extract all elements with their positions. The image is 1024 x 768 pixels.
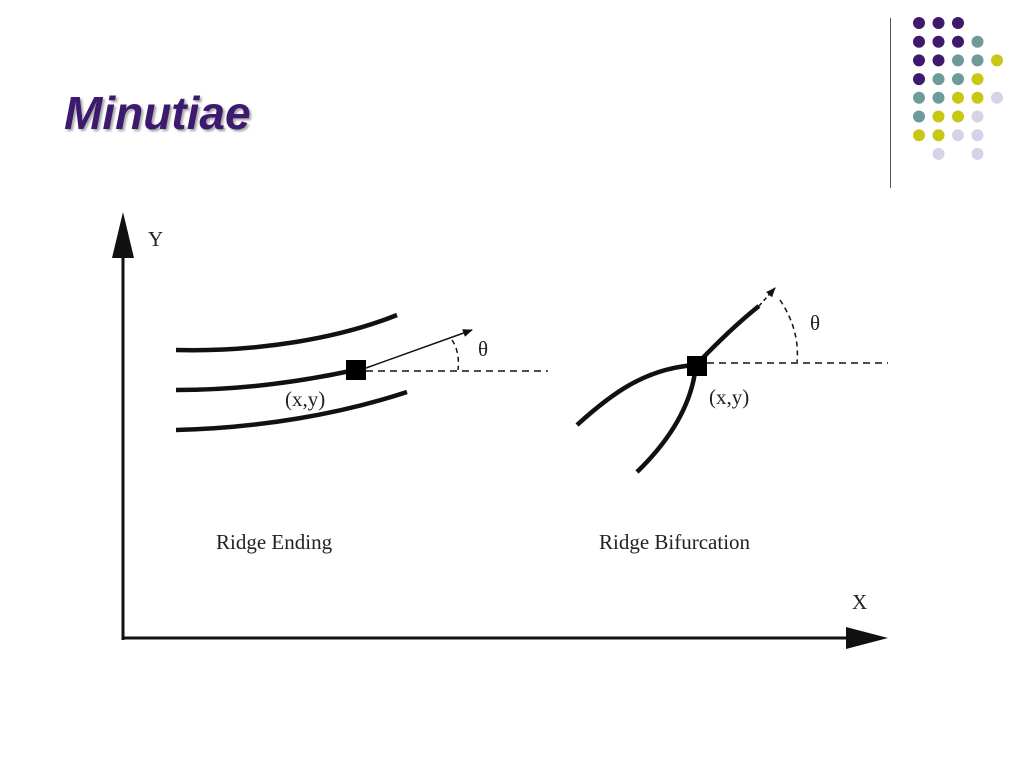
decorative-divider: [890, 18, 891, 188]
ridge-bifurcation-point-label: (x,y): [709, 385, 749, 409]
ridge-bifurcation-point-marker: [687, 356, 707, 376]
ridge-ending-angle-label: θ: [478, 337, 488, 361]
bifurcation-lower-branch: [635, 364, 699, 474]
ridge-bifurcation-angle-arc: [779, 299, 799, 363]
ridge-line-top: [175, 312, 398, 353]
ridge-ending-point-marker: [346, 360, 366, 380]
x-axis-label: X: [852, 590, 867, 614]
ridge-bifurcation-group: θ (x,y) Ridge Bifurcation: [575, 287, 888, 554]
y-axis-label: Y: [148, 227, 163, 251]
ridge-line-ending: [175, 367, 356, 393]
ridge-line-bottom: [175, 389, 408, 433]
ridge-bifurcation-direction-arrow: [758, 287, 776, 307]
ridge-bifurcation-caption: Ridge Bifurcation: [599, 530, 751, 554]
ridge-bifurcation-angle-label: θ: [810, 311, 820, 335]
ridge-ending-group: θ (x,y) Ridge Ending: [175, 312, 548, 554]
ridge-ending-angle-arc: [451, 339, 460, 371]
ridge-ending-point-label: (x,y): [285, 387, 325, 411]
x-axis-arrowhead: [846, 627, 888, 649]
ridge-ending-direction-arrow: [365, 329, 473, 369]
bifurcation-left-branch: [575, 362, 697, 427]
y-axis-arrowhead: [112, 212, 134, 258]
slide-title: Minutiae: [64, 87, 251, 139]
ridge-ending-caption: Ridge Ending: [216, 530, 333, 554]
